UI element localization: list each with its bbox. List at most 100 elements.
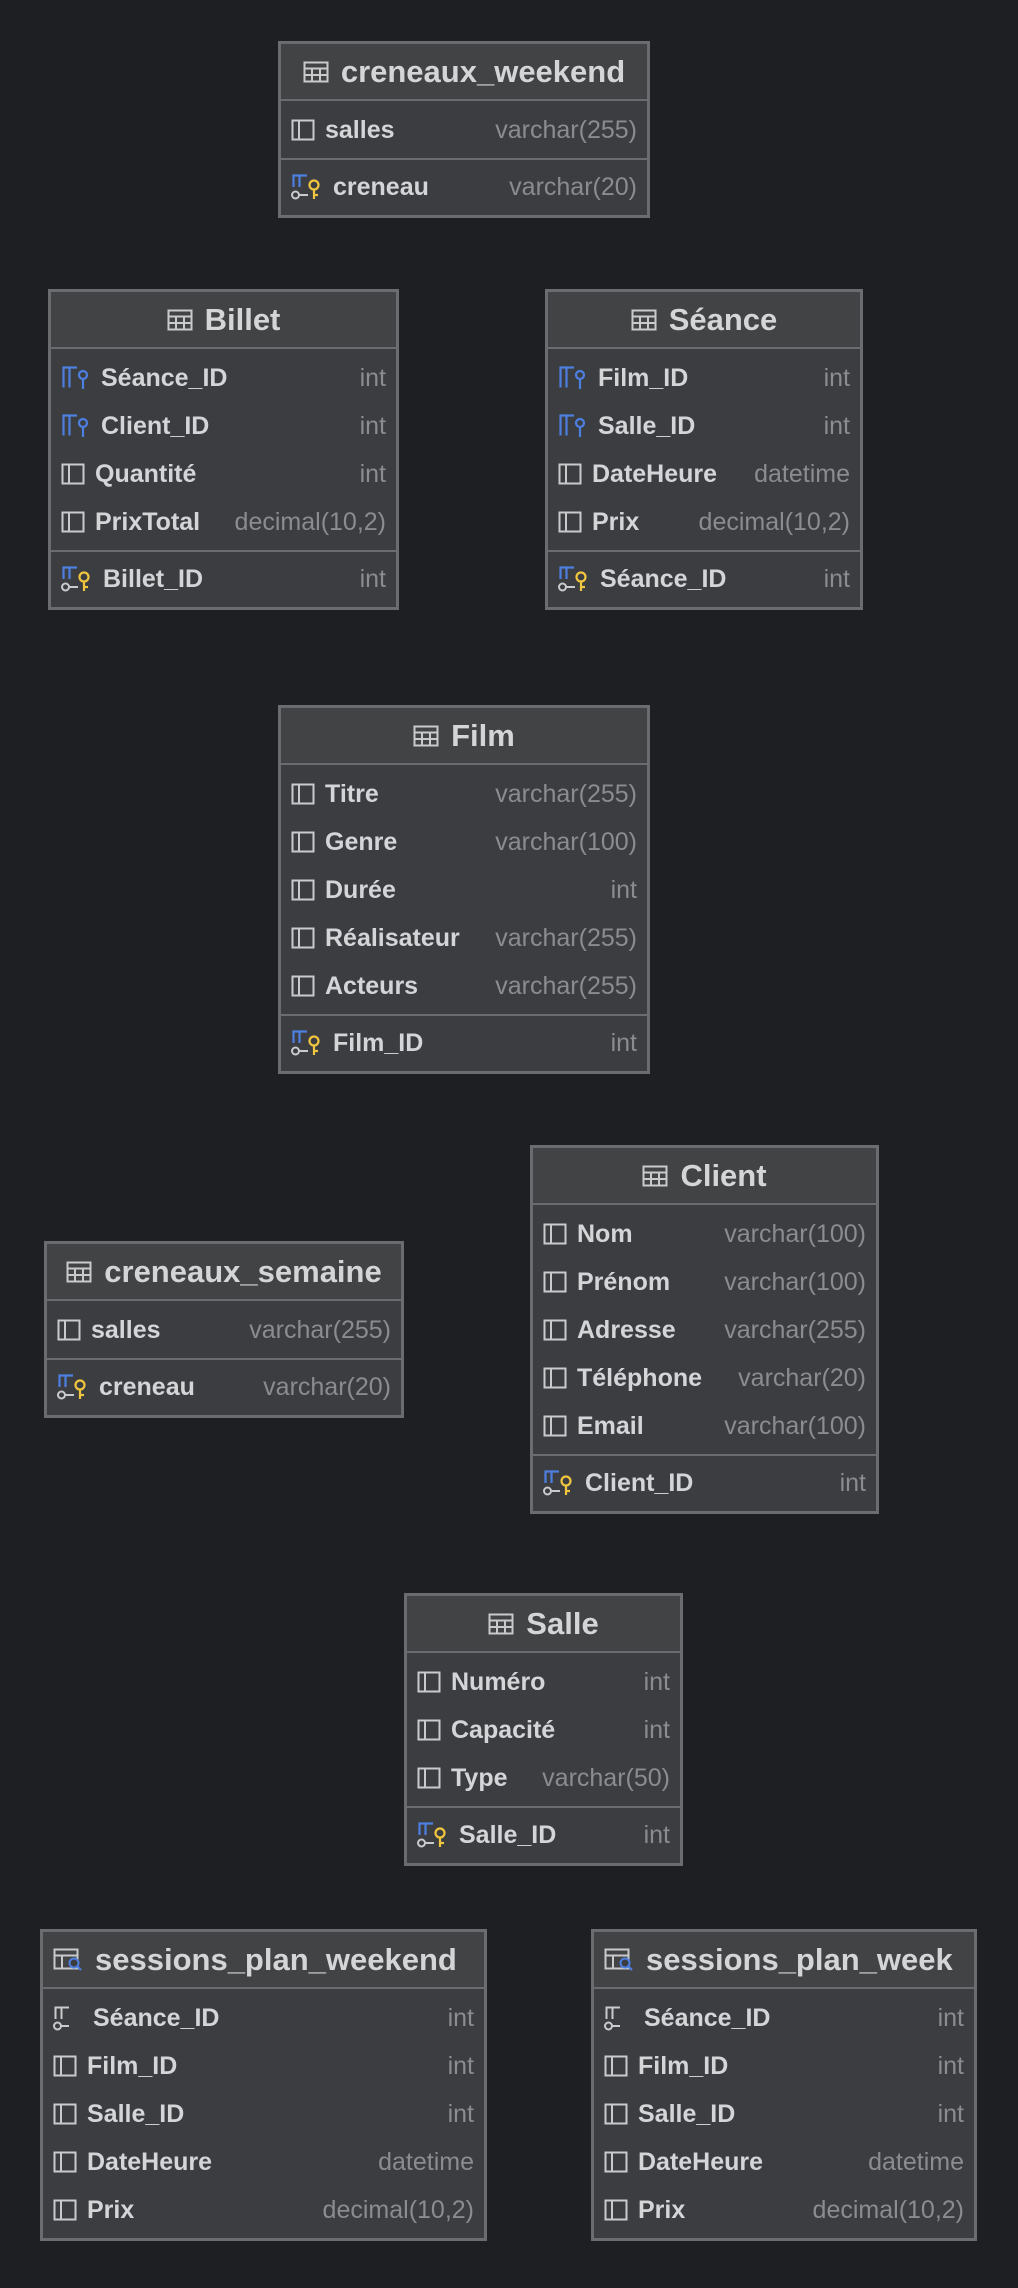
column-name: Salle_ID	[459, 1820, 557, 1849]
column-icon	[604, 2103, 628, 2125]
column-type: decimal(10,2)	[322, 2195, 474, 2224]
table-header[interactable]: sessions_plan_weekend	[43, 1932, 484, 1989]
foreign-key-icon	[558, 365, 588, 391]
column-name: Prix	[87, 2195, 135, 2224]
column-type: varchar(100)	[495, 827, 637, 856]
column-name: Genre	[325, 827, 398, 856]
column-type: int	[447, 2003, 474, 2032]
foreign-key-icon	[61, 365, 91, 391]
column-type: int	[643, 1667, 670, 1696]
primary-key-icon	[558, 565, 590, 593]
table-header[interactable]: Salle	[407, 1596, 680, 1653]
table-header[interactable]: sessions_plan_week	[594, 1932, 974, 1989]
column-type: varchar(255)	[495, 115, 637, 144]
table-header[interactable]: Billet	[51, 292, 396, 349]
column-name: Durée	[325, 875, 396, 904]
column-row[interactable]: Prix decimal(10,2)	[43, 2186, 484, 2234]
column-name: Billet_ID	[103, 564, 204, 593]
column-type: int	[447, 2051, 474, 2080]
table-icon	[631, 309, 657, 331]
column-icon	[417, 1671, 441, 1693]
column-row[interactable]: Genre varchar(100)	[281, 818, 647, 866]
table-header[interactable]: Séance	[548, 292, 860, 349]
column-icon	[543, 1319, 567, 1341]
column-row[interactable]: Numéro int	[407, 1658, 680, 1706]
column-name: Adresse	[577, 1315, 676, 1344]
column-row[interactable]: Titre varchar(255)	[281, 770, 647, 818]
table-header[interactable]: creneaux_weekend	[281, 44, 647, 101]
column-icon	[417, 1767, 441, 1789]
table-header[interactable]: Film	[281, 708, 647, 765]
column-icon	[543, 1271, 567, 1293]
key-column-icon	[604, 2005, 634, 2031]
table-title: Client	[680, 1157, 767, 1193]
table-header[interactable]: Client	[533, 1148, 876, 1205]
table-header[interactable]: creneaux_semaine	[47, 1244, 401, 1301]
column-name: Numéro	[451, 1667, 546, 1696]
primary-key-icon	[291, 1029, 323, 1057]
column-type: varchar(255)	[495, 779, 637, 808]
table-icon	[303, 61, 329, 83]
column-name: Salle_ID	[87, 2099, 185, 2128]
table-icon	[66, 1261, 92, 1283]
column-name: Titre	[325, 779, 379, 808]
column-type: int	[937, 2099, 964, 2128]
foreign-key-icon	[558, 413, 588, 439]
column-icon	[291, 119, 315, 141]
column-type: varchar(255)	[495, 923, 637, 952]
primary-key-icon	[57, 1373, 89, 1401]
column-icon	[291, 783, 315, 805]
column-type: varchar(255)	[495, 971, 637, 1000]
column-icon	[604, 2151, 628, 2173]
column-name: DateHeure	[638, 2147, 764, 2176]
column-type: varchar(255)	[724, 1315, 866, 1344]
column-row[interactable]: Adresse varchar(255)	[533, 1306, 876, 1354]
